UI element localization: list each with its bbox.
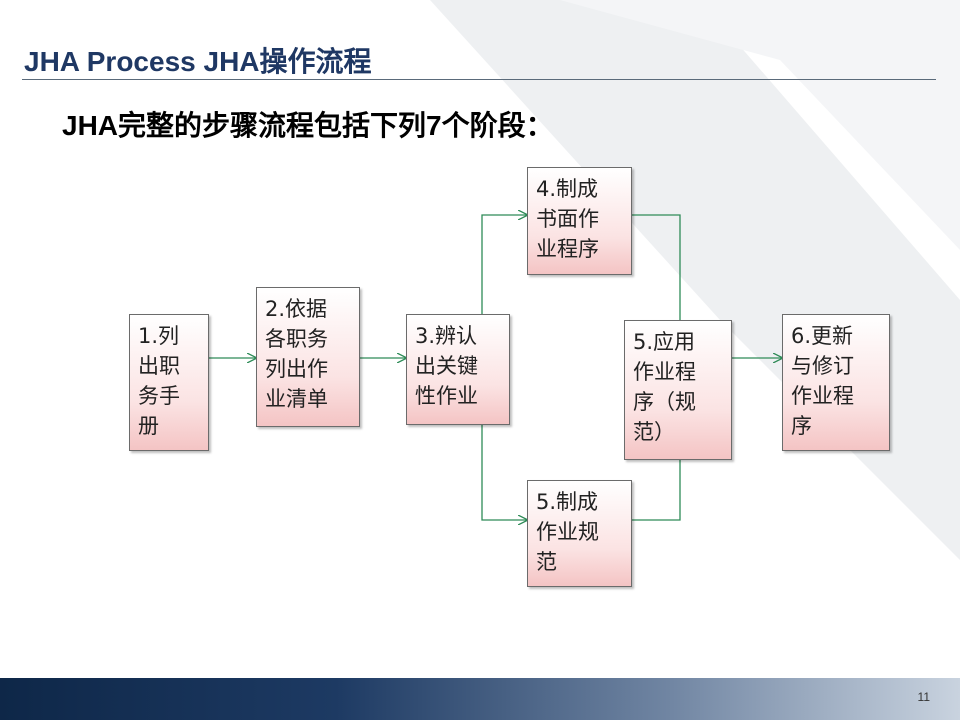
connector-3-4 — [481, 215, 527, 314]
step-5b-label: 5.制成 作业规 范 — [536, 490, 599, 574]
connector-3-5b — [481, 425, 527, 520]
step-1-box: 1.列 出职 务手 册 — [129, 314, 209, 451]
title-underline — [22, 79, 936, 80]
page-number: 11 — [917, 690, 930, 704]
step-3-label: 3.辨认 出关键 性作业 — [415, 324, 478, 408]
step-3-box: 3.辨认 出关键 性作业 — [406, 314, 510, 425]
step-2-label: 2.依据 各职务 列出作 业清单 — [265, 297, 328, 411]
step-6-box: 6.更新 与修订 作业程 序 — [782, 314, 890, 451]
step-6-label: 6.更新 与修订 作业程 序 — [791, 324, 854, 438]
connector-5b-5a — [632, 460, 681, 521]
step-4-box: 4.制成 书面作 业程序 — [527, 167, 632, 275]
step-4-label: 4.制成 书面作 业程序 — [536, 177, 599, 261]
step-2-box: 2.依据 各职务 列出作 业清单 — [256, 287, 360, 427]
connector-4-5a — [632, 214, 681, 320]
slide-subtitle: JHA完整的步骤流程包括下列7个阶段： — [62, 110, 554, 141]
step-5b-box: 5.制成 作业规 范 — [527, 480, 632, 587]
step-1-label: 1.列 出职 务手 册 — [138, 324, 180, 438]
step-5a-box: 5.应用 作业程 序（规 范） — [624, 320, 732, 460]
footer-bar — [0, 678, 960, 720]
slide-title: JHA Process JHA操作流程 — [24, 46, 372, 77]
step-5a-label: 5.应用 作业程 序（规 范） — [633, 330, 696, 444]
